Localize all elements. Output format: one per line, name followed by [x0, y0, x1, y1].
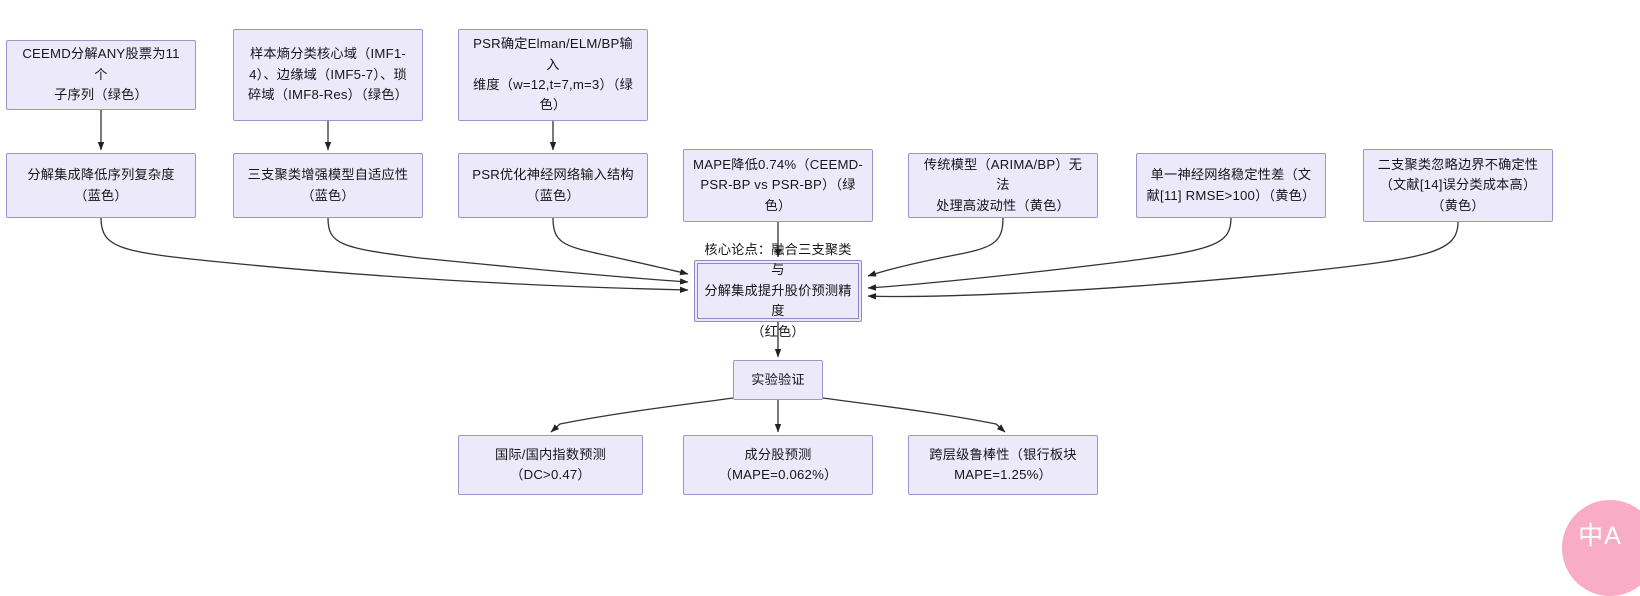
edge-n12-n15 [822, 397, 1006, 433]
node-single-network-instability[interactable]: 单一神经网络稳定性差（文 献[11] RMSE>100）（黄色） [1136, 153, 1326, 218]
node-label: CEEMD分解ANY股票为11个 子序列（绿色） [22, 46, 180, 103]
node-label: 分解集成降低序列复杂度 （蓝色） [27, 167, 175, 203]
node-label: PSR优化神经网络输入结构 （蓝色） [472, 167, 634, 203]
node-label: 二支聚类忽略边界不确定性 （文献[14]误分类成本高） （黄色） [1377, 156, 1539, 213]
node-core-thesis[interactable]: 核心论点：融合三支聚类与 分解集成提升股价预测精度 （红色） [694, 242, 862, 339]
node-label: 传统模型（ARIMA/BP）无法 处理高波动性（黄色） [923, 156, 1083, 213]
watermark-label: 中A [1578, 522, 1622, 550]
node-reduce-sequence-complexity[interactable]: 分解集成降低序列复杂度 （蓝色） [6, 153, 196, 218]
node-constituent-stock-result[interactable]: 成分股预测 （MAPE=0.062%） [683, 435, 873, 495]
node-label: MAPE降低0.74%（CEEMD- PSR-BP vs PSR-BP）（绿 色… [693, 156, 863, 213]
edge-n10-n11 [867, 221, 1459, 300]
node-sample-entropy-classification[interactable]: 样本熵分类核心域（IMF1- 4）、边缘域（IMF5-7）、琐 碎域（IMF8-… [233, 29, 423, 121]
node-psr-optimize-network-input[interactable]: PSR优化神经网络输入结构 （蓝色） [458, 153, 648, 218]
node-label: 单一神经网络稳定性差（文 献[11] RMSE>100）（黄色） [1146, 167, 1316, 203]
watermark-badge: 中A [1562, 500, 1640, 596]
node-label: 三支聚类增强模型自适应性 （蓝色） [247, 167, 409, 203]
edge-n9-n11 [867, 217, 1232, 291]
edge-n5-n11 [327, 217, 689, 285]
node-experimental-verification[interactable]: 实验验证 [733, 360, 823, 400]
node-label: 实验验证 [751, 371, 805, 387]
node-label: 样本熵分类核心域（IMF1- 4）、边缘域（IMF5-7）、琐 碎域（IMF8-… [248, 46, 408, 103]
node-two-way-clustering-limitation[interactable]: 二支聚类忽略边界不确定性 （文献[14]误分类成本高） （黄色） [1363, 149, 1553, 222]
node-traditional-model-limitation[interactable]: 传统模型（ARIMA/BP）无法 处理高波动性（黄色） [908, 153, 1098, 218]
edge-n8-n11 [867, 217, 1004, 277]
node-psr-input-dimension[interactable]: PSR确定Elman/ELM/BP输入 维度（w=12,t=7,m=3）（绿 色… [458, 29, 648, 121]
node-label: PSR确定Elman/ELM/BP输入 维度（w=12,t=7,m=3）（绿 色… [472, 36, 634, 113]
node-label: 核心论点：融合三支聚类与 分解集成提升股价预测精度 （红色） [704, 241, 852, 339]
diagram-canvas: CEEMD分解ANY股票为11个 子序列（绿色） 样本熵分类核心域（IMF1- … [6, 29, 1640, 596]
node-label: 成分股预测 （MAPE=0.062%） [718, 446, 838, 482]
edge-n12-n13 [550, 397, 734, 433]
edge-n6-n11 [552, 217, 689, 276]
node-ceemd-decomposition[interactable]: CEEMD分解ANY股票为11个 子序列（绿色） [6, 40, 196, 110]
node-index-prediction-result[interactable]: 国际/国内指数预测 （DC>0.47） [458, 435, 643, 495]
edge-n4-n11 [100, 217, 689, 294]
node-label: 国际/国内指数预测 （DC>0.47） [495, 446, 606, 482]
node-cross-level-robustness-result[interactable]: 跨层级鲁棒性（银行板块 MAPE=1.25%） [908, 435, 1098, 495]
node-mape-improvement-evidence[interactable]: MAPE降低0.74%（CEEMD- PSR-BP vs PSR-BP）（绿 色… [683, 149, 873, 222]
node-label: 跨层级鲁棒性（银行板块 MAPE=1.25%） [929, 446, 1077, 482]
node-three-way-clustering-adaptivity[interactable]: 三支聚类增强模型自适应性 （蓝色） [233, 153, 423, 218]
